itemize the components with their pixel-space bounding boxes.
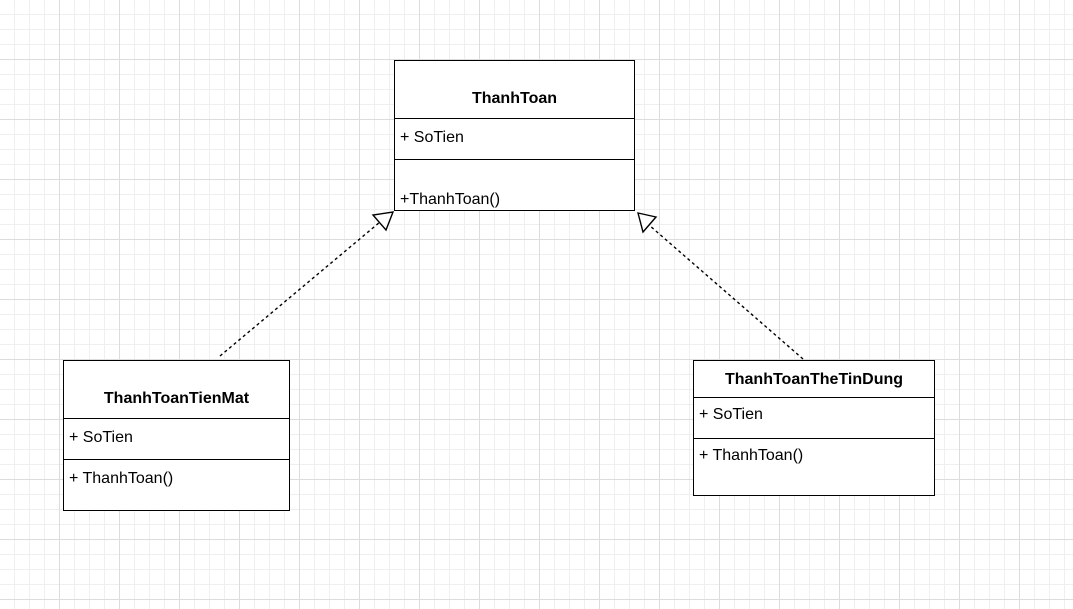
realization-line-left[interactable]: [219, 221, 381, 357]
operation-thanhtoan: + ThanhToan(): [69, 470, 174, 487]
class-thanhtoantienmat[interactable]: ThanhToanTienMat + SoTien + ThanhToan(): [63, 360, 290, 511]
attributes-compartment: + SoTien: [395, 119, 634, 160]
realization-line-right[interactable]: [648, 224, 804, 360]
class-name-text: ThanhToan: [471, 90, 558, 107]
attributes-compartment: + SoTien: [64, 419, 289, 460]
class-thanhtoanthetindung[interactable]: ThanhToanTheTinDung + SoTien + ThanhToan…: [693, 360, 935, 496]
operation-thanhtoan: +ThanhToan(): [400, 191, 501, 208]
attribute-sotien: + SoTien: [699, 406, 763, 423]
hollow-triangle-arrowhead-left: [371, 211, 395, 232]
operations-compartment: +ThanhToan(): [395, 160, 634, 210]
class-name: ThanhToanTienMat: [64, 361, 289, 419]
class-thanhtoan[interactable]: ThanhToan + SoTien +ThanhToan(): [394, 60, 635, 211]
operations-compartment: + ThanhToan(): [64, 460, 289, 510]
class-name-text: ThanhToanTienMat: [103, 390, 250, 407]
attribute-sotien: + SoTien: [400, 129, 464, 146]
attributes-compartment: + SoTien: [694, 398, 934, 439]
hollow-triangle-arrowhead-right: [637, 212, 658, 234]
attribute-sotien: + SoTien: [69, 429, 133, 446]
class-name-text: ThanhToanTheTinDung: [724, 371, 904, 388]
class-name: ThanhToan: [395, 61, 634, 119]
operations-compartment: + ThanhToan(): [694, 439, 934, 495]
operation-thanhtoan: + ThanhToan(): [699, 447, 804, 464]
class-name: ThanhToanTheTinDung: [694, 361, 934, 398]
